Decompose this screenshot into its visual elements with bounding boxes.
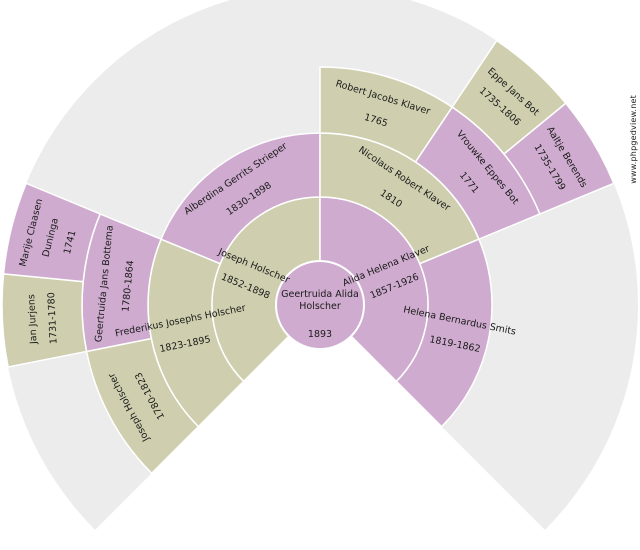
- person-label: 1780-1864: [120, 260, 136, 313]
- fan-cell-marije-claasen-duninga[interactable]: [2, 182, 102, 283]
- fan-root-person[interactable]: [275, 260, 365, 350]
- root-name: Geertruida Alida: [281, 289, 359, 300]
- person-label: 1731-1780: [46, 292, 60, 344]
- fan-cell-aaltje-berends[interactable]: [502, 102, 615, 215]
- fan-cell-jan-jurjens[interactable]: [1, 273, 88, 368]
- fan-cell-helena-bernardus-smits[interactable]: [395, 238, 493, 428]
- watermark-text: www.phpgedview.net: [629, 95, 638, 184]
- root-name: Holscher: [299, 301, 341, 312]
- person-label: Jan Jurjens: [26, 294, 39, 345]
- root-dates: 1893: [308, 329, 332, 340]
- fan-cells: [1, 39, 615, 475]
